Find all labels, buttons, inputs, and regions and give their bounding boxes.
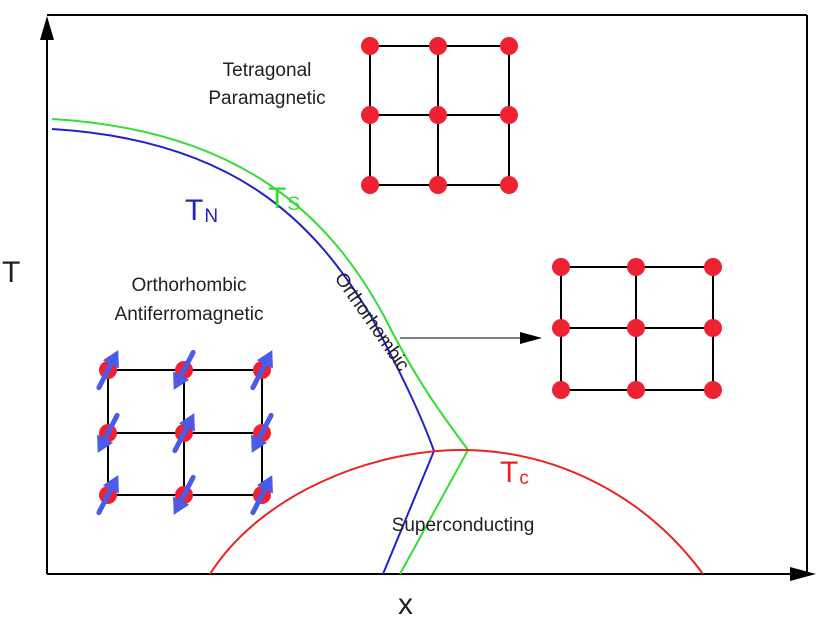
y-axis-label: T [2,256,20,289]
orthorhombic-atom [704,381,722,399]
tetragonal-label: Tetragonal [223,60,312,81]
spin-down-arrowhead [251,434,268,453]
spin-down-arrowhead [173,371,190,390]
tc-curve [209,448,704,575]
spin-down-arrowhead [97,434,114,453]
tn-curve [51,128,436,575]
tetragonal-atom [361,106,379,124]
tetragonal-atom [429,37,447,55]
orthorhombic-atom [627,319,645,337]
spin-arrow-shaft [102,412,120,442]
tn-label: TN [185,194,218,227]
orthorhombic-atom [552,381,570,399]
orthorhombic-afm-label: Orthorhombic [131,275,246,296]
y-axis-arrowhead [40,16,54,40]
tetragonal-atom [361,176,379,194]
tc-label: Tc [500,456,529,489]
ts-label: TS [268,182,300,215]
spin-arrow-shaft [178,474,196,504]
tetragonal-atom [361,37,379,55]
spin-up-arrowhead [102,350,119,369]
spin-arrow-shaft [96,486,114,516]
antiferromagnetic-label: Antiferromagnetic [115,304,264,325]
ts-curve [51,118,470,575]
plot-frame [40,14,816,581]
orthorhombic-atom [627,258,645,276]
spin-down-arrowhead [173,496,190,515]
spin-up-arrowhead [102,475,119,494]
spin-up-arrowhead [256,350,273,369]
spin-up-arrowhead [256,475,273,494]
tetragonal-atom [429,176,447,194]
antiferromagnetic-lattice [96,349,274,516]
spin-arrow-shaft [96,361,114,391]
orthorhombic-lattice [552,258,722,399]
orthorhombic-atom [704,319,722,337]
spin-arrow-shaft [178,349,196,379]
orthorhombic-atom [704,258,722,276]
pointer-arrowhead [520,332,542,344]
orthorhombic-atom [552,258,570,276]
superconducting-label: Superconducting [392,515,535,536]
tetragonal-atom [500,176,518,194]
tetragonal-atom [429,106,447,124]
spin-arrow-shaft [256,412,274,442]
orthorhombic-atom [627,381,645,399]
tetragonal-atom [500,37,518,55]
spin-arrow-shaft [172,424,190,454]
spin-arrow-shaft [250,486,268,516]
spin-up-arrowhead [178,413,195,432]
x-axis-label: x [398,588,413,621]
orthorhombic-region-label: Orthorhombic [330,269,413,375]
tetragonal-atom [500,106,518,124]
paramagnetic-label: Paramagnetic [208,88,325,109]
x-axis-arrowhead [790,567,816,581]
spin-arrow-shaft [250,361,268,391]
orthorhombic-atom [552,319,570,337]
tetragonal-lattice [361,37,518,194]
